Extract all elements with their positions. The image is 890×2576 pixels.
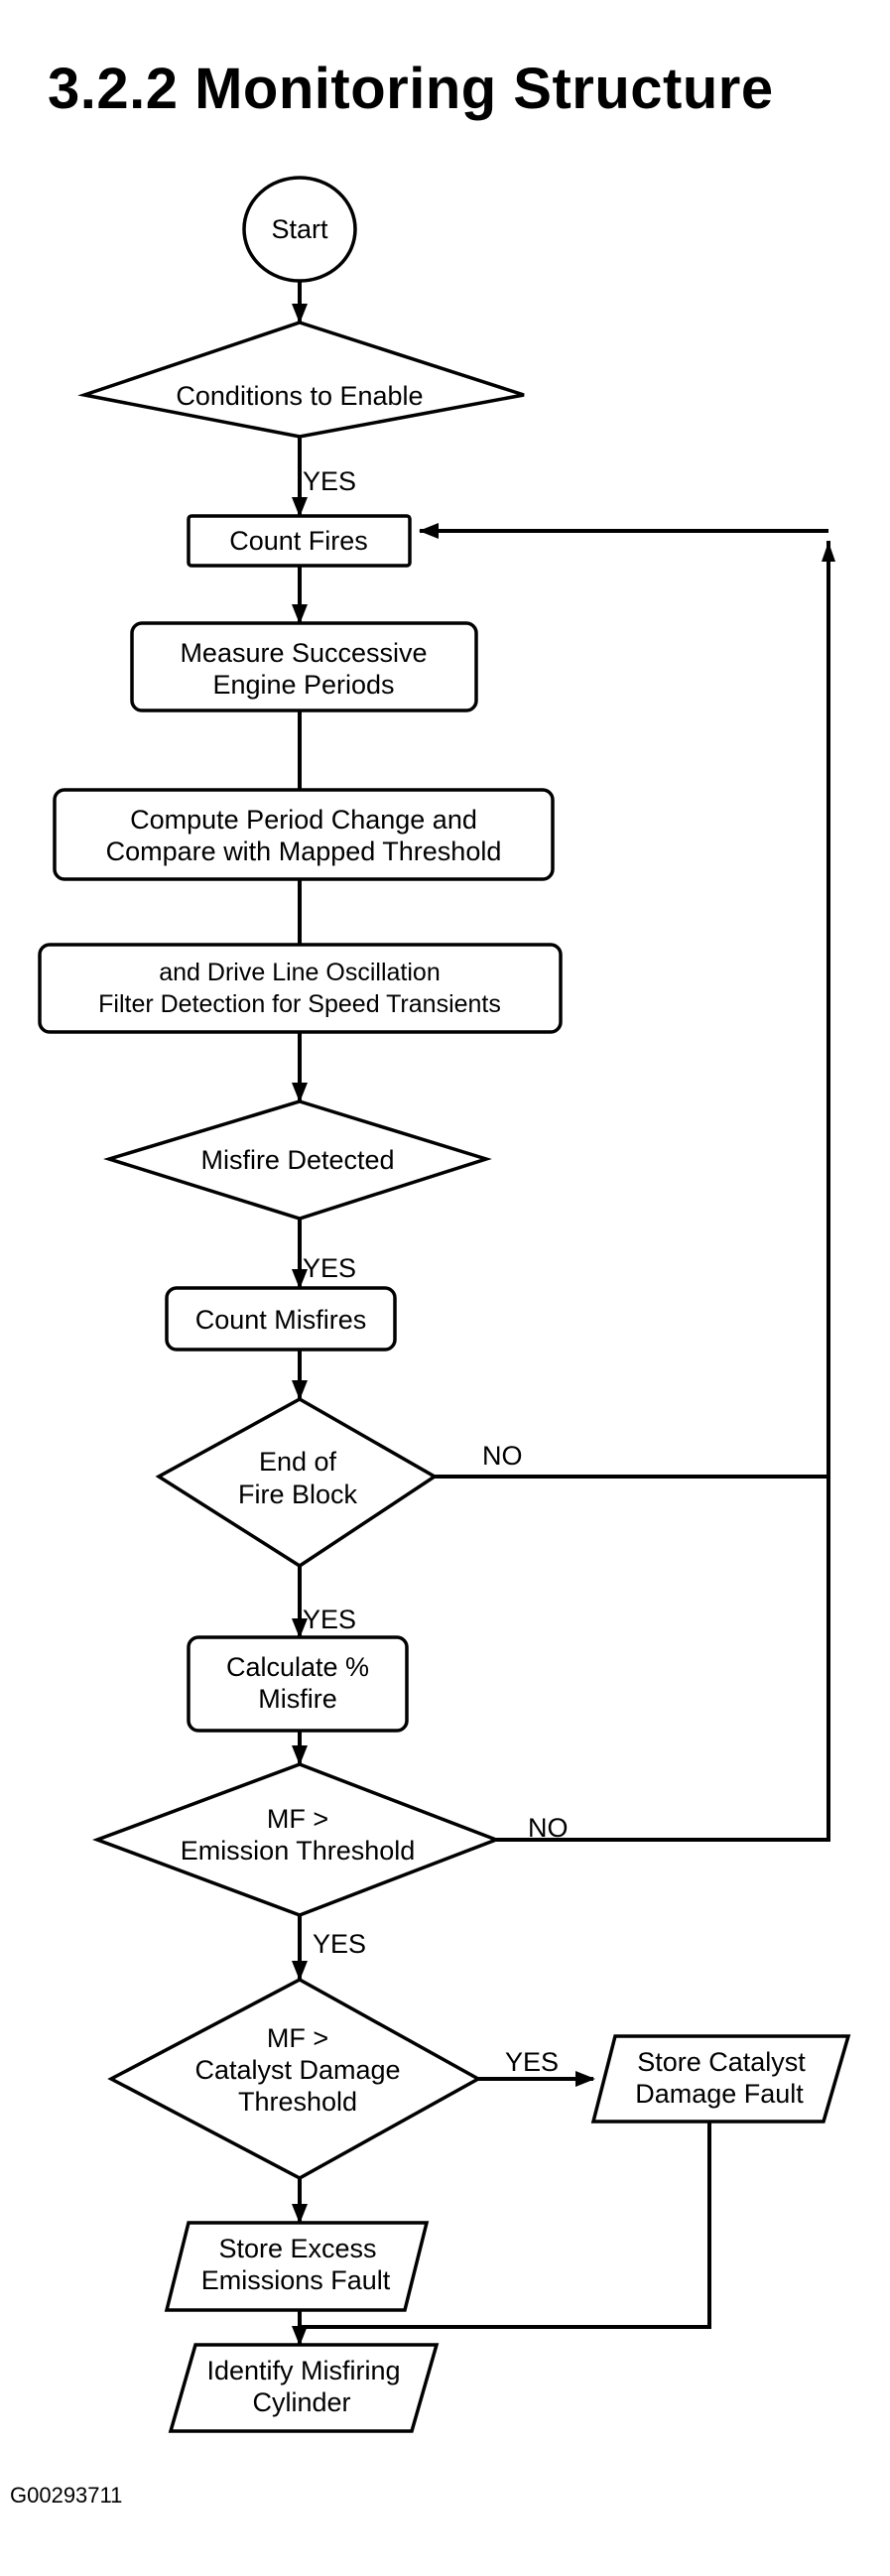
node-misfire-detected-label: Misfire Detected (200, 1145, 394, 1175)
edge-label-no-emission: NO (528, 1813, 569, 1843)
node-count-fires-label: Count Fires (229, 526, 368, 556)
arrowhead (292, 604, 308, 624)
node-compute-period-change: Compute Period Change and Compare with M… (53, 788, 555, 881)
node-drive-line-filter: and Drive Line Oscillation Filter Detect… (38, 943, 563, 1034)
node-calc-line1: Calculate % (226, 1652, 369, 1682)
node-store-catalyst-fault: Store Catalyst Damage Fault (590, 2034, 851, 2124)
node-compute-line2: Compare with Mapped Threshold (106, 837, 502, 866)
node-store-excess-line1: Store Excess (218, 2234, 376, 2263)
node-mf-emission-threshold: MF > Emission Threshold (91, 1762, 501, 1917)
node-filter-line1: and Drive Line Oscillation (159, 959, 440, 986)
node-count-misfires-label: Count Misfires (195, 1305, 367, 1335)
arrowhead (292, 1269, 308, 1289)
edge-label-no-end-block: NO (482, 1441, 523, 1471)
node-measure-line1: Measure Successive (180, 638, 427, 668)
node-catalyst-line2: Catalyst Damage (194, 2055, 400, 2085)
node-count-fires: Count Fires (187, 514, 412, 568)
node-conditions-to-enable: Conditions to Enable (77, 321, 525, 439)
arrowhead (292, 2204, 308, 2224)
node-end-block-line2: Fire Block (238, 1480, 358, 1509)
arrowhead (292, 1380, 308, 1400)
node-conditions-label: Conditions to Enable (176, 381, 423, 411)
arrowhead (292, 497, 308, 517)
edge-label-yes-conditions: YES (303, 466, 356, 496)
node-store-catalyst-line2: Damage Fault (635, 2079, 804, 2109)
node-calc-line2: Misfire (258, 1684, 337, 1714)
edge-label-yes-emission: YES (313, 1929, 366, 1959)
arrowhead (419, 523, 439, 539)
node-emission-line2: Emission Threshold (181, 1836, 416, 1866)
node-mf-catalyst-threshold: MF > Catalyst Damage Threshold (107, 1978, 482, 2180)
node-catalyst-line1: MF > (267, 2023, 328, 2053)
arrowhead (292, 2326, 308, 2346)
node-compute-line1: Compute Period Change and (130, 805, 477, 835)
node-identify-misfiring-cylinder: Identify Misfiring Cylinder (168, 2343, 440, 2433)
node-filter-line2: Filter Detection for Speed Transients (98, 990, 501, 1018)
node-start: Start (242, 176, 357, 283)
edge-storecatalyst-identify (300, 2122, 711, 2329)
node-misfire-detected: Misfire Detected (103, 1099, 492, 1221)
node-store-excess-emissions: Store Excess Emissions Fault (164, 2221, 430, 2312)
node-count-misfires: Count Misfires (165, 1286, 397, 1352)
node-measure-periods: Measure Successive Engine Periods (130, 621, 478, 712)
node-measure-line2: Engine Periods (212, 670, 394, 700)
arrowhead (575, 2071, 595, 2087)
arrowhead (292, 1618, 308, 1638)
node-calculate-misfire: Calculate % Misfire (187, 1635, 409, 1733)
figure-code: G00293711 (10, 2483, 123, 2508)
edge-label-yes-end-block: YES (303, 1605, 356, 1634)
arrowhead (292, 1745, 308, 1765)
edge-label-yes-catalyst: YES (505, 2047, 559, 2077)
node-identify-line1: Identify Misfiring (206, 2356, 400, 2385)
page-title: 3.2.2 Monitoring Structure (48, 57, 774, 121)
node-end-block-line1: End of (259, 1447, 337, 1477)
arrowhead (822, 542, 835, 562)
node-identify-line2: Cylinder (252, 2387, 350, 2417)
node-store-excess-line2: Emissions Fault (201, 2265, 391, 2295)
node-emission-line1: MF > (267, 1804, 328, 1834)
node-end-of-fire-block: End of Fire Block (155, 1396, 439, 1569)
arrowhead (292, 1083, 308, 1102)
edge-labels: YES YES NO YES NO YES YES (303, 466, 569, 2077)
arrowhead (292, 1961, 308, 1981)
node-catalyst-line3: Threshold (238, 2087, 357, 2117)
node-store-catalyst-line1: Store Catalyst (637, 2047, 806, 2077)
node-start-label: Start (271, 214, 328, 244)
arrowhead (292, 304, 308, 323)
edge-label-yes-misfire: YES (303, 1253, 356, 1283)
arrowheads (292, 304, 835, 2346)
